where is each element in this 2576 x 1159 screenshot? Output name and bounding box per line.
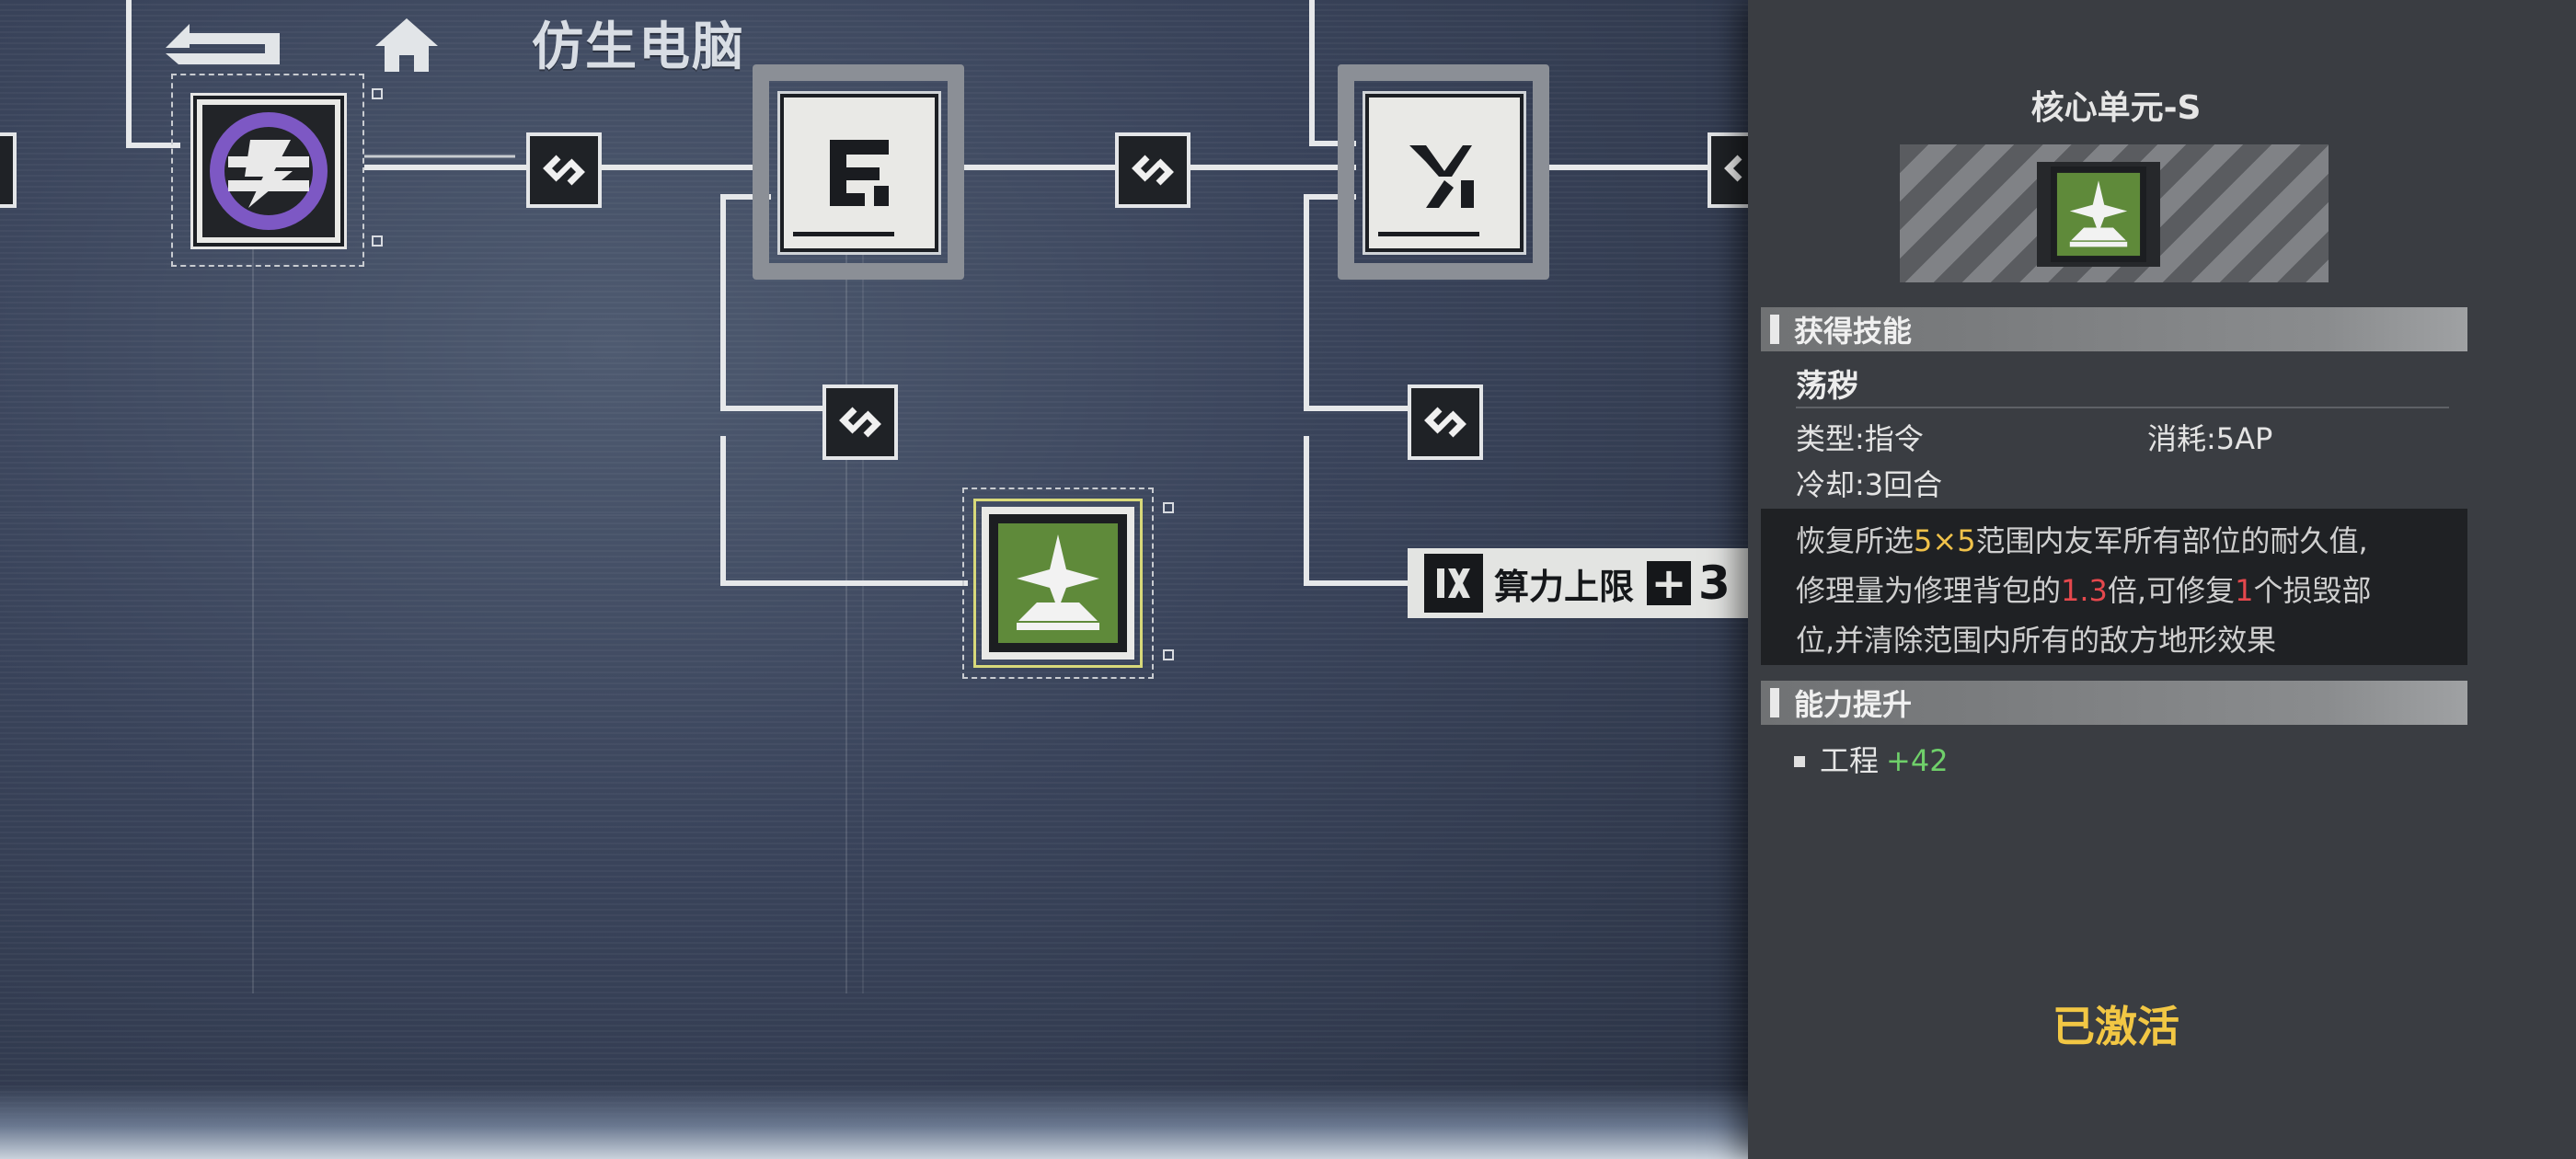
link-node-4[interactable] [822, 384, 898, 460]
page-title: 仿生电脑 [532, 17, 745, 77]
link-node-2[interactable] [1115, 132, 1190, 208]
link-node-offscreen-left[interactable] [0, 132, 17, 208]
frame-corner-mark [1163, 502, 1174, 513]
divider [1796, 407, 2449, 408]
node-inner-frame [982, 507, 1134, 660]
section-bar [1770, 315, 1779, 344]
stat-label: 算力上限 [1494, 566, 1635, 607]
link-node-3[interactable] [1708, 132, 1748, 208]
chain-link-icon [1424, 407, 1466, 438]
activation-status: 已激活 [2053, 1002, 2179, 1051]
letter-x-glyph-icon [1378, 145, 1479, 236]
node-bracket-frame [753, 64, 964, 280]
skill-cooldown: 冷却:3回合 [1796, 467, 1943, 502]
tree-node-e[interactable] [780, 94, 938, 252]
attribute-row: 工程+42 [1820, 743, 1949, 778]
link-node-1[interactable] [526, 132, 602, 208]
stat-value: 3 [1698, 557, 1731, 610]
frame-corner-mark [372, 235, 383, 247]
skill-cost: 消耗:5AP [2147, 421, 2273, 456]
sparkle-emblem-icon [2051, 166, 2146, 262]
desc-line-1: 恢复所选5×5范围内友军所有部位的耐久值, [1796, 523, 2368, 558]
plus-icon: + [1647, 561, 1692, 605]
chain-link-icon [543, 155, 585, 186]
sparkle-emblem-icon [989, 514, 1127, 652]
stat-chip-compute-limit[interactable]: 算力上限 + 3 [1408, 548, 1748, 618]
letter-e-glyph-icon [793, 140, 894, 236]
chain-link-icon [839, 407, 881, 438]
tree-node-x[interactable] [1365, 94, 1524, 252]
link-node-5[interactable] [1408, 384, 1483, 460]
panel-title: 核心单元-S [2030, 89, 2202, 127]
node-bracket-frame [1338, 64, 1549, 280]
skill-tree-area: 仿生电脑 [0, 0, 1748, 1159]
tree-node-core-s[interactable] [973, 499, 1143, 668]
section-label: 获得技能 [1794, 314, 1913, 349]
skill-name: 荡秽 [1796, 368, 1858, 405]
chain-link-icon [1724, 155, 1742, 182]
background-guide-lines [0, 147, 1748, 993]
panel-item-icon [2037, 162, 2160, 267]
desc-line-2: 修理量为修理背包的1.3倍,可修复1个损毁部 [1796, 573, 2372, 608]
chain-link-icon [1132, 155, 1174, 186]
section-header-skill: 获得技能 [1761, 307, 2467, 351]
dx-glyph-icon [1424, 554, 1483, 613]
frame-corner-mark [1163, 649, 1174, 660]
desc-line-3: 位,并清除范围内所有的敌方地形效果 [1796, 623, 2277, 658]
home-icon[interactable] [372, 15, 442, 75]
floor-glow [0, 1085, 1748, 1159]
skill-type: 类型:指令 [1796, 421, 1924, 456]
detail-panel: 核心单元-S 获得技能 荡秽 类型:指令 消耗:5AP 冷却:3回合 恢复所选5… [1748, 0, 2576, 1159]
bullet-icon [1794, 756, 1805, 767]
selection-frame [962, 488, 1154, 679]
purple-circle-emblem-icon [202, 105, 335, 237]
section-bar [1770, 688, 1779, 717]
section-label: 能力提升 [1794, 687, 1913, 722]
tree-node-purple[interactable] [193, 96, 344, 247]
frame-corner-mark [372, 88, 383, 99]
section-header-ability: 能力提升 [1761, 681, 2467, 725]
back-arrow-icon[interactable] [162, 20, 293, 74]
skill-description: 恢复所选5×5范围内友军所有部位的耐久值, 修理量为修理背包的1.3倍,可修复1… [1761, 509, 2467, 665]
selection-frame [171, 74, 364, 267]
